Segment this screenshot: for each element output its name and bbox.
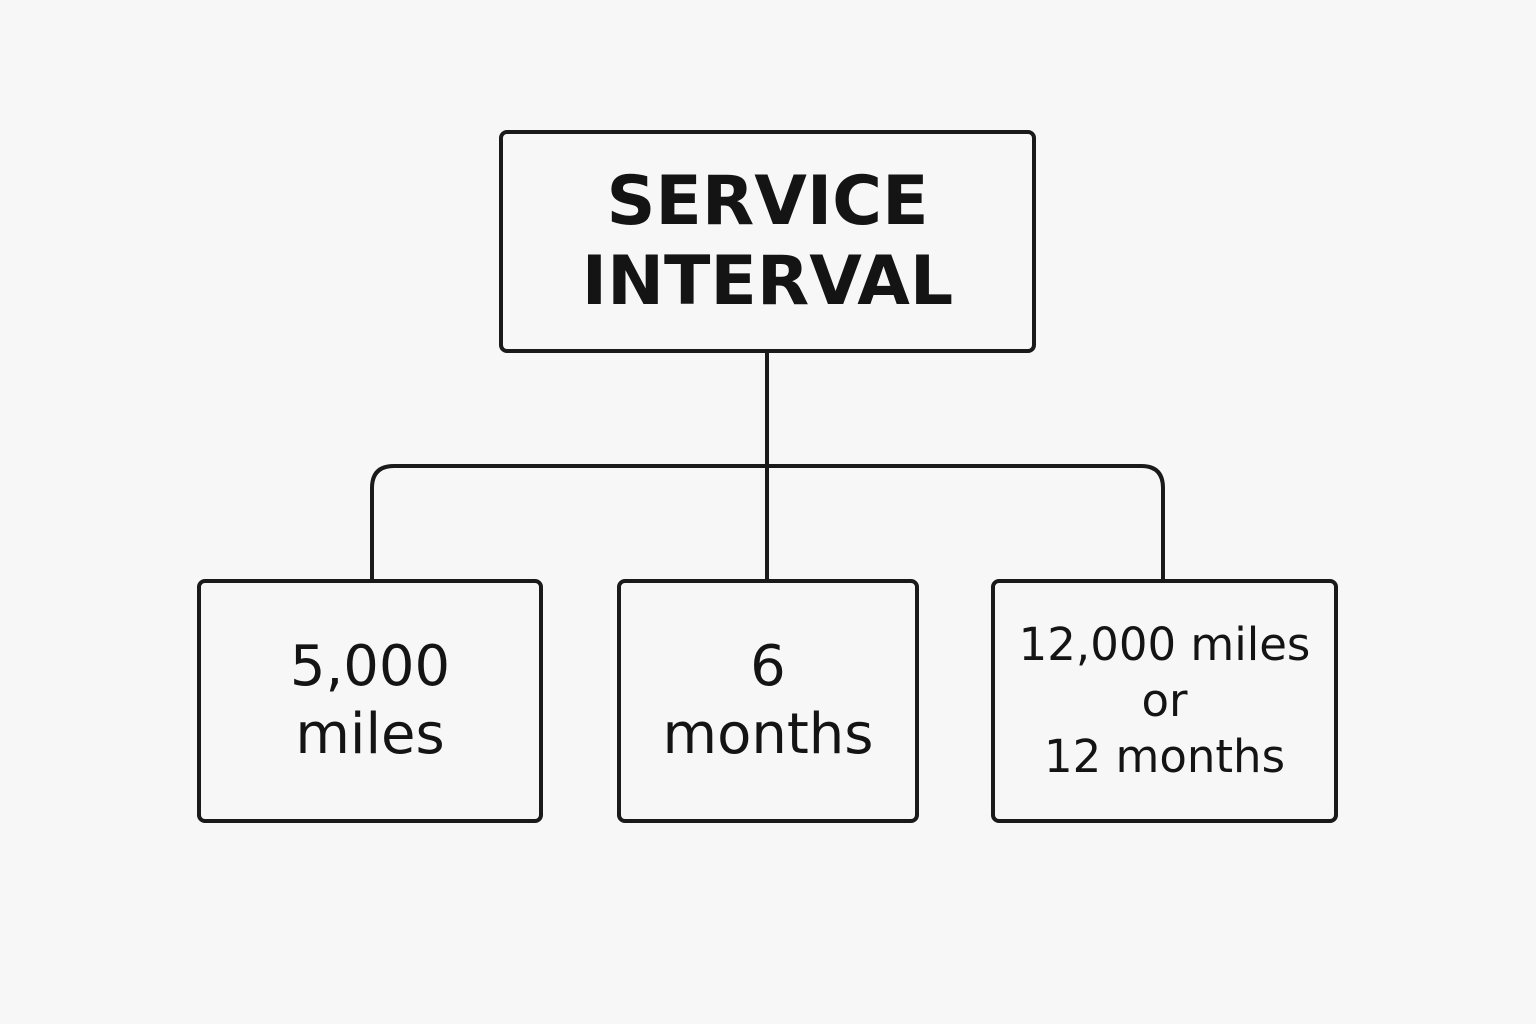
root-node-label: SERVICE INTERVAL <box>582 162 953 322</box>
child-2-line-1: 6 <box>750 634 786 699</box>
child-2-line-2: months <box>662 702 874 767</box>
child-node-miles-or-months: 12,000 miles or 12 months <box>991 579 1338 823</box>
child-node-months-label: 6 months <box>663 633 874 769</box>
child-3-line-1: 12,000 miles <box>1018 618 1311 671</box>
child-1-line-1: 5,000 <box>289 634 451 699</box>
child-node-miles-label: 5,000 miles <box>290 633 450 769</box>
child-3-line-2: or <box>1141 674 1188 727</box>
child-node-months: 6 months <box>617 579 919 823</box>
child-1-line-2: miles <box>295 702 445 767</box>
root-label-line-1: SERVICE <box>606 161 929 241</box>
branch-right <box>767 464 1165 579</box>
branch-left <box>370 464 767 579</box>
root-label-line-2: INTERVAL <box>581 241 954 321</box>
root-node-service-interval: SERVICE INTERVAL <box>499 130 1036 353</box>
child-node-miles: 5,000 miles <box>197 579 543 823</box>
child-node-miles-or-months-label: 12,000 miles or 12 months <box>1019 617 1311 785</box>
child-3-line-3: 12 months <box>1043 730 1286 783</box>
